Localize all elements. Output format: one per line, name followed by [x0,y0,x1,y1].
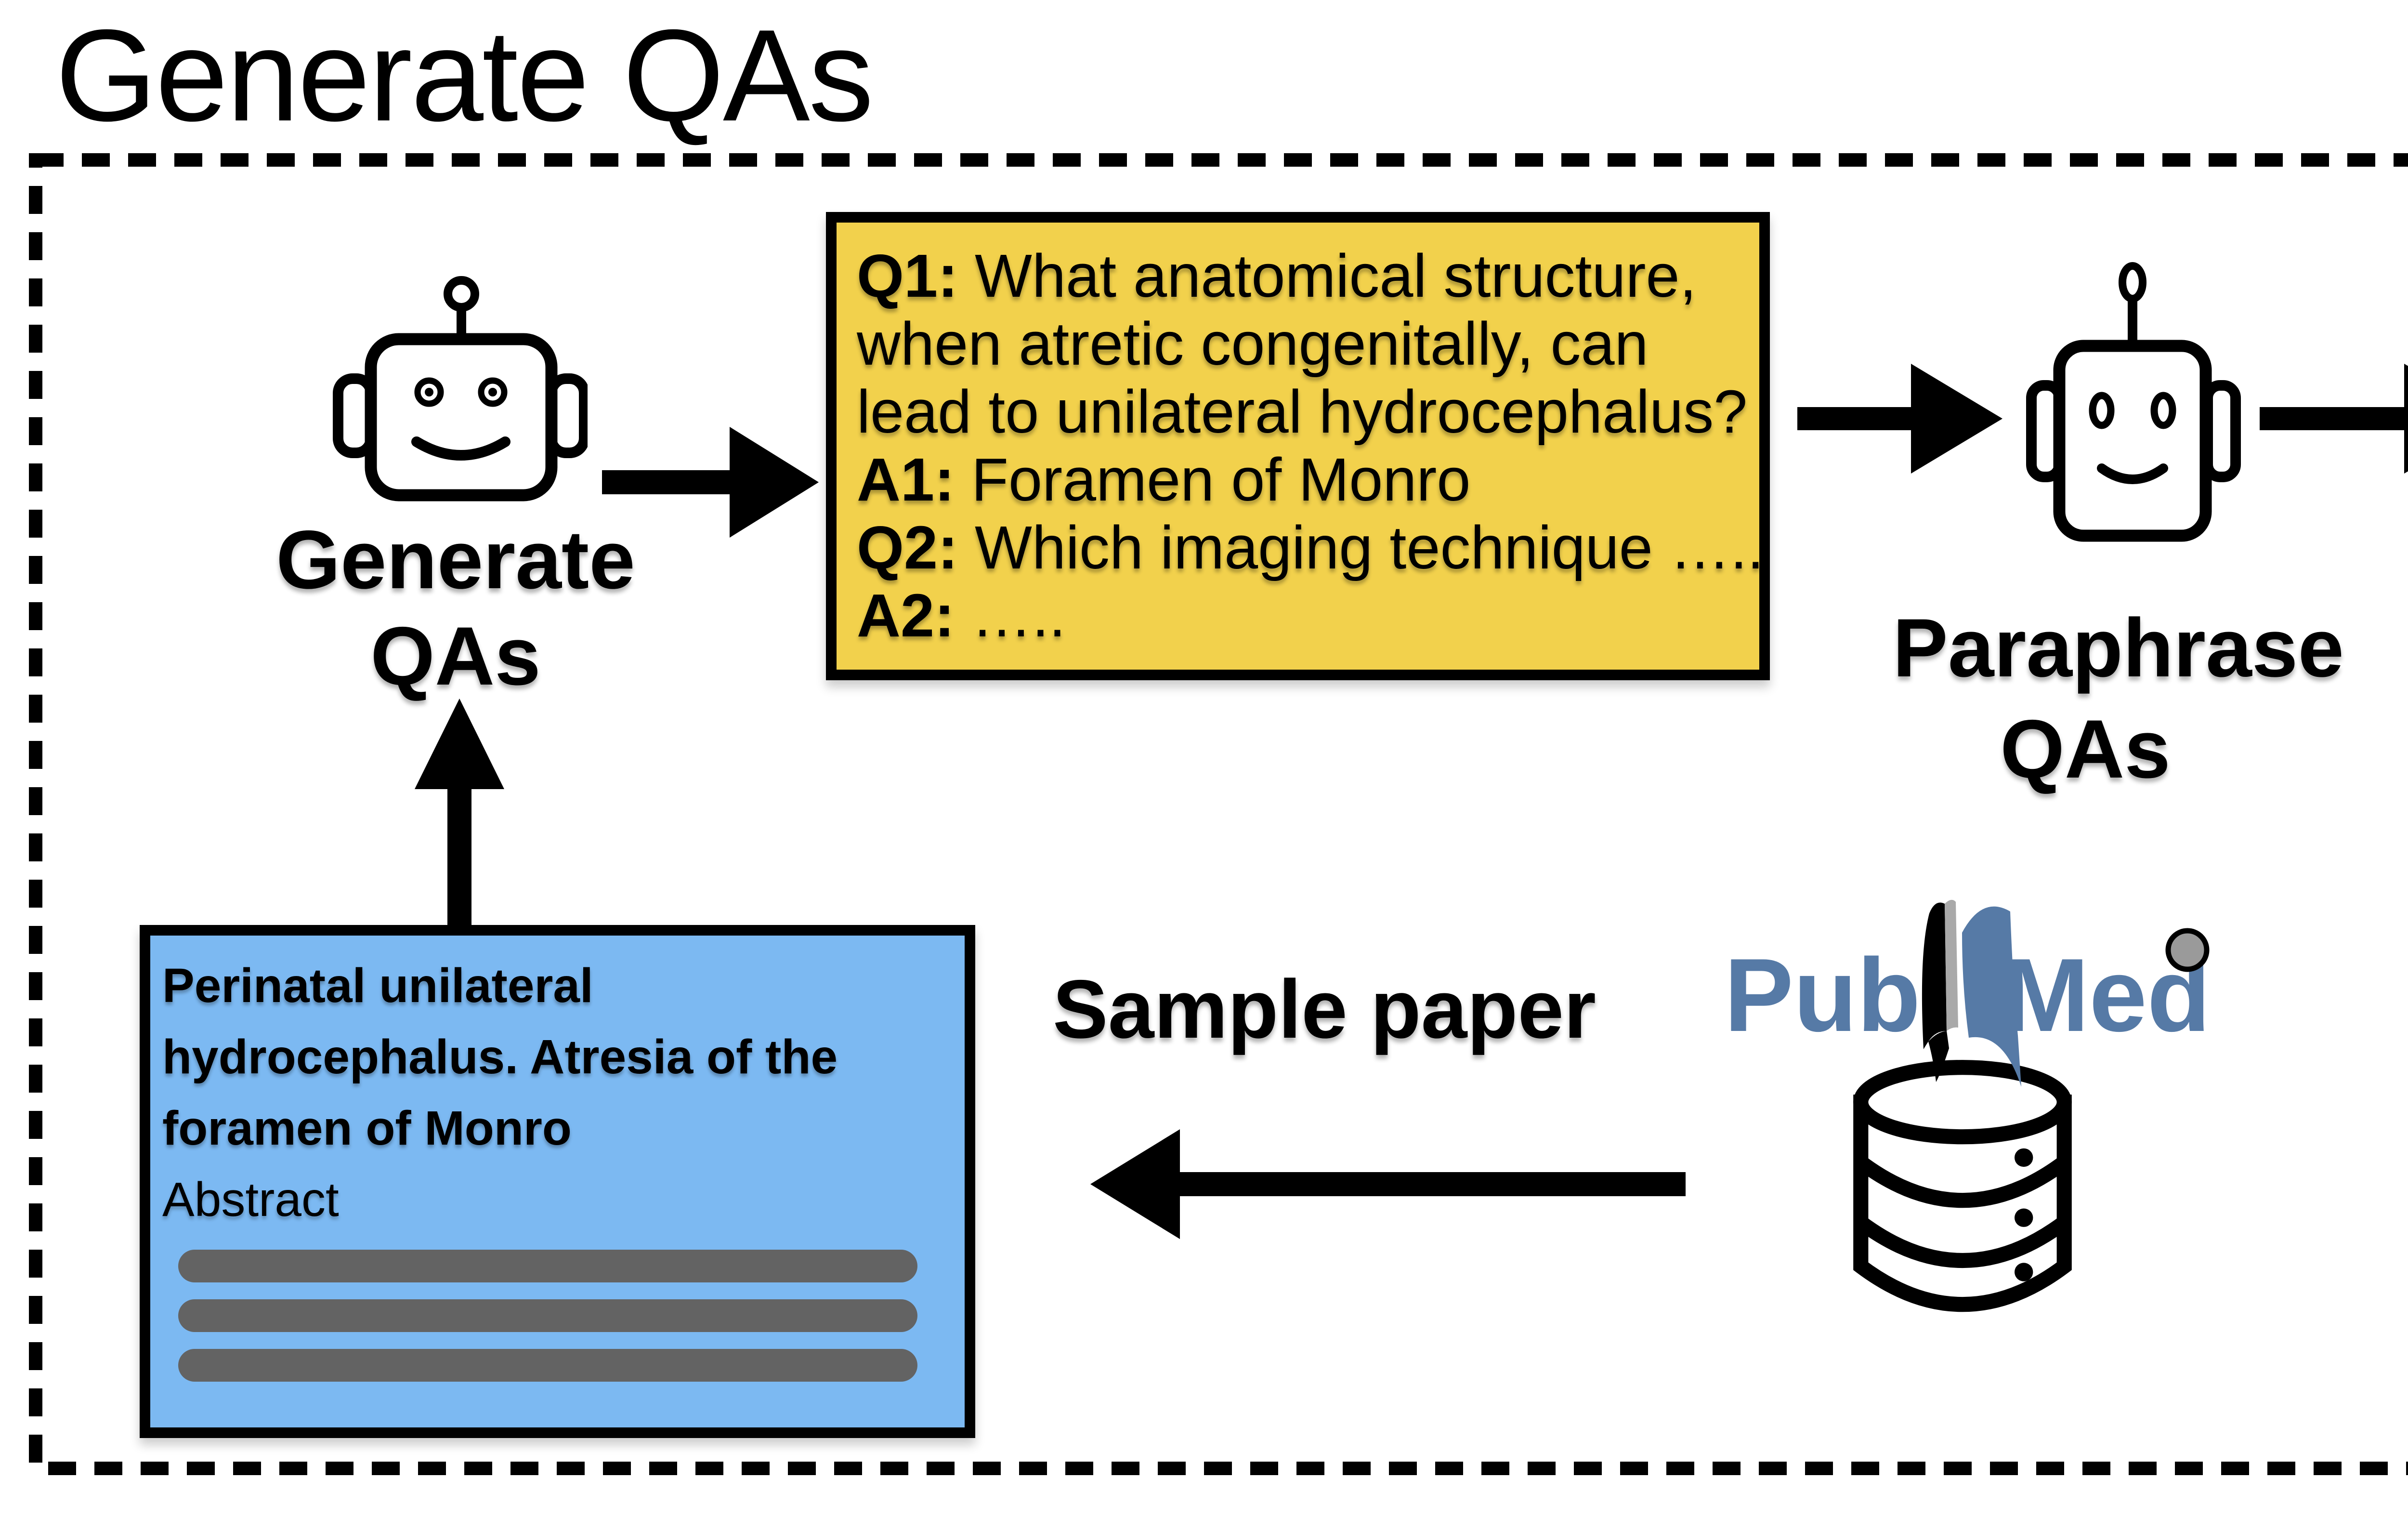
qa-prefix: A2: [857,581,955,649]
registered-mark-letter: R [2177,935,2198,967]
qa-line: Q1: What anatomical structure, [857,242,1741,310]
qa-text: ….. [955,581,1066,649]
book-icon-tail [1928,1031,1949,1082]
pubmed-pub-text: Pub [1724,937,1921,1053]
label-line: Paraphrase [1893,602,2344,694]
qa-text: lead to unilateral hydrocephalus? [857,378,1748,446]
qa-line: A1: Foramen of Monro [857,446,1741,514]
label-line: QAs [2000,703,2171,795]
redacted-text-bars [178,1250,965,1382]
qa-prefix: Q2: [857,514,958,581]
redacted-text-bar [178,1299,917,1332]
robot-smile [2097,463,2168,484]
robot-eye-right [2150,392,2176,429]
sample-paper-box: Perinatal unilateral hydrocephalus. Atre… [140,925,975,1438]
qa-prefix: Q1: [857,242,958,310]
paper-title-line: hydrocephalus. Atresia of the [162,1030,838,1084]
pubmed-logo: Pub Med R [1724,899,2211,1087]
robot-smile [411,436,510,461]
robot-eye-left [2089,392,2115,429]
book-icon-left-page [1922,902,1947,1049]
robot-antenna-icon [2119,262,2146,303]
qa-box: Q1: What anatomical structure, when atre… [826,212,1770,680]
generate-robot-label: Generate QAs [263,512,648,704]
registered-mark-icon [2165,928,2210,972]
robot-head [2053,340,2212,542]
redacted-text-bar [178,1250,917,1282]
qa-text: Foramen of Monro [955,446,1471,514]
qa-line: lead to unilateral hydrocephalus? [857,378,1747,446]
abstract-label: Abstract [162,1173,339,1227]
book-icon-middle-page [1945,899,1958,1031]
dashed-border [29,153,2408,1475]
robot-icon-generate [333,276,588,502]
qa-line: Q2: Which imaging technique ….. [857,514,1764,581]
sample-paper-label: Sample paper [1053,963,1596,1056]
robot-icon-paraphrase [2026,262,2241,542]
paper-title-line: Perinatal unilateral [162,959,593,1013]
paper-title-line: foramen of Monro [162,1101,572,1155]
robot-head [365,333,558,502]
qa-line: A2: ….. [857,581,1741,649]
redacted-text-bar [178,1349,917,1382]
qa-line: when atretic congenitally, can [857,310,1741,378]
qa-text: What anatomical structure, [958,242,1697,310]
label-line: QAs [370,610,541,702]
robot-ear-right [2202,380,2241,482]
qa-text: Which imaging technique ….. [958,514,1764,581]
book-icon-right-page [1962,906,2021,1087]
robot-antenna-icon [444,276,479,312]
paraphrase-robot-label: Paraphrase QAs [1893,597,2344,800]
page-title: Generate QAs [55,3,874,148]
qa-text: when atretic congenitally, can [857,310,1649,378]
label-line: Generate [276,514,635,606]
qa-prefix: A1: [857,446,955,514]
